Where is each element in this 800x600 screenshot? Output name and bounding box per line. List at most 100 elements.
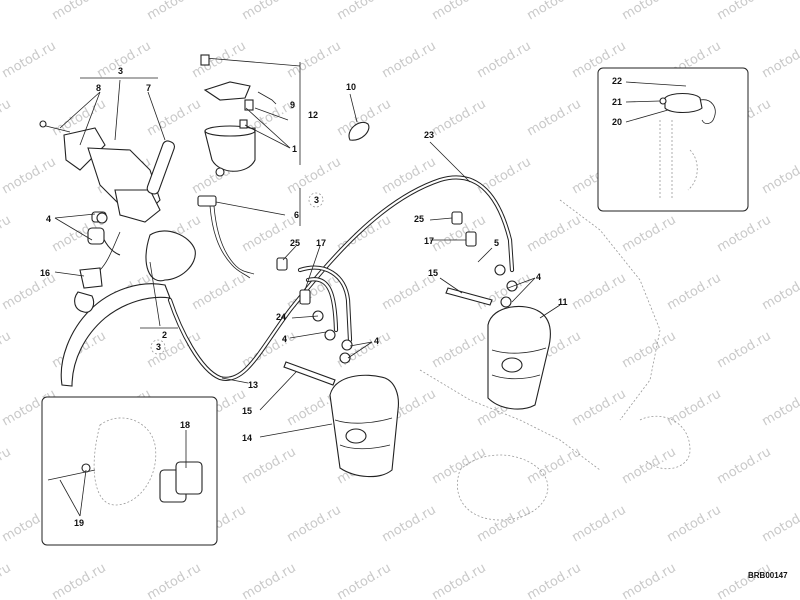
watermark-text: motod.ru (285, 503, 344, 546)
ref-circle-switch (308, 192, 324, 208)
watermark-text: motod.ru (715, 561, 774, 600)
watermark-text: motod.ru (620, 213, 679, 256)
callout-24: 24 (276, 312, 286, 322)
hose-guide-inset (597, 67, 749, 212)
watermark-text: motod.ru (715, 213, 774, 256)
watermark-text: motod.ru (0, 0, 14, 23)
callout-4-mid-right: 4 (374, 336, 379, 346)
reservoir-group (200, 54, 301, 177)
watermark-text: motod.ru (430, 0, 489, 23)
callout-23: 23 (424, 130, 434, 140)
watermark-text: motod.ru (145, 97, 204, 140)
callout-17-left: 17 (316, 238, 326, 248)
callout-4-mid: 4 (282, 334, 287, 344)
fittings (96, 211, 518, 386)
watermark-text: motod.ru (0, 445, 14, 488)
hose-clip-10 (348, 93, 370, 141)
watermark-text: motod.ru (0, 213, 14, 256)
watermark-text: motod.ru (240, 445, 299, 488)
watermark-text: motod.ru (95, 39, 154, 82)
watermark-text: motod.ru (380, 155, 439, 198)
callout-4-left: 4 (46, 214, 51, 224)
watermark-text: motod.ru (0, 39, 59, 82)
pads-inset (41, 396, 218, 546)
callout-4-right: 4 (536, 272, 541, 282)
watermark-text: motod.ru (715, 0, 774, 23)
callout-3-ref-lever: 3 (156, 342, 161, 352)
callout-8: 8 (96, 83, 101, 93)
watermark-text: motod.ru (525, 0, 584, 23)
callout-13: 13 (248, 380, 258, 390)
watermark-text: motod.ru (620, 561, 679, 600)
watermark-text: motod.ru (570, 387, 629, 430)
callout-9: 9 (290, 100, 295, 110)
watermark-text: motod.ru (285, 39, 344, 82)
watermark-text: motod.ru (475, 39, 534, 82)
watermark-text: motod.ru (50, 561, 109, 600)
callout-11: 11 (558, 297, 568, 307)
watermark-text: motod.ru (145, 0, 204, 23)
watermark-text: motod.ru (760, 387, 800, 430)
callout-labels: 3 8 7 4 16 2 3 9 12 1 10 3 6 23 25 17 5 … (40, 66, 788, 580)
watermark-text: motod.ru (335, 561, 394, 600)
watermark-text: motod.ru (430, 97, 489, 140)
ref-circle-lever (150, 339, 166, 355)
watermark-text: motod.ru (525, 97, 584, 140)
drawing-code: BRB00147 (748, 571, 788, 580)
watermark-text: motod.ru (0, 97, 14, 140)
callout-25-right: 25 (414, 214, 424, 224)
watermark-text: motod.ru (240, 0, 299, 23)
watermark-text: motod.ru (430, 329, 489, 372)
watermark-text: motod.ru (0, 155, 59, 198)
watermark-text: motod.ru (0, 329, 14, 372)
watermark-text: motod.ru (285, 155, 344, 198)
callout-5: 5 (494, 238, 499, 248)
master-cylinder (39, 120, 176, 223)
watermark-text: motod.ru (380, 503, 439, 546)
watermark-text: motod.ru (190, 271, 249, 314)
watermark-text: motod.ru (335, 329, 394, 372)
callout-19: 19 (74, 518, 84, 528)
watermark-text: motod.ru (430, 561, 489, 600)
watermark-text: motod.ru (570, 271, 629, 314)
callout-2: 2 (162, 330, 167, 340)
callout-22: 22 (612, 76, 622, 86)
watermark-text: motod.ru (620, 445, 679, 488)
brake-lever (60, 211, 196, 387)
callout-10: 10 (346, 82, 356, 92)
watermark-text: motod.ru (0, 561, 14, 600)
watermark-text: motod.ru (760, 271, 800, 314)
watermark-text: motod.ru (335, 0, 394, 23)
watermark-text: motod.ru (570, 503, 629, 546)
watermark-text: motod.ru (715, 329, 774, 372)
callout-12: 12 (308, 110, 318, 120)
watermark-text: motod.ru (665, 387, 724, 430)
fork-outline (419, 199, 691, 521)
watermark-text: motod.ru (760, 155, 800, 198)
watermark-text: motod.ru (475, 503, 534, 546)
brake-light-switch (197, 188, 301, 279)
watermark-text: motod.ru (50, 0, 109, 23)
callout-15-right: 15 (428, 268, 438, 278)
caliper-right (487, 305, 551, 410)
watermark-text: motod.ru (145, 561, 204, 600)
callout-15-left: 15 (242, 406, 252, 416)
callout-20: 20 (612, 117, 622, 127)
callout-1: 1 (292, 144, 297, 154)
callout-7: 7 (146, 83, 151, 93)
watermark-text: motod.ru (525, 561, 584, 600)
watermark-text: motod.ru (475, 155, 534, 198)
watermark-text: motod.ru (525, 213, 584, 256)
watermark-text: motod.ru (525, 445, 584, 488)
watermark-text: motod.ru (240, 561, 299, 600)
callout-21: 21 (612, 97, 622, 107)
watermark-text: motod.ru (665, 271, 724, 314)
callout-6: 6 (294, 210, 299, 220)
watermark-text: motod.ru (620, 329, 679, 372)
watermark-text: motod.ru (715, 445, 774, 488)
leaders (54, 77, 687, 517)
watermark-text: motod.ru (620, 0, 679, 23)
callout-16: 16 (40, 268, 50, 278)
callout-17-right: 17 (424, 236, 434, 246)
